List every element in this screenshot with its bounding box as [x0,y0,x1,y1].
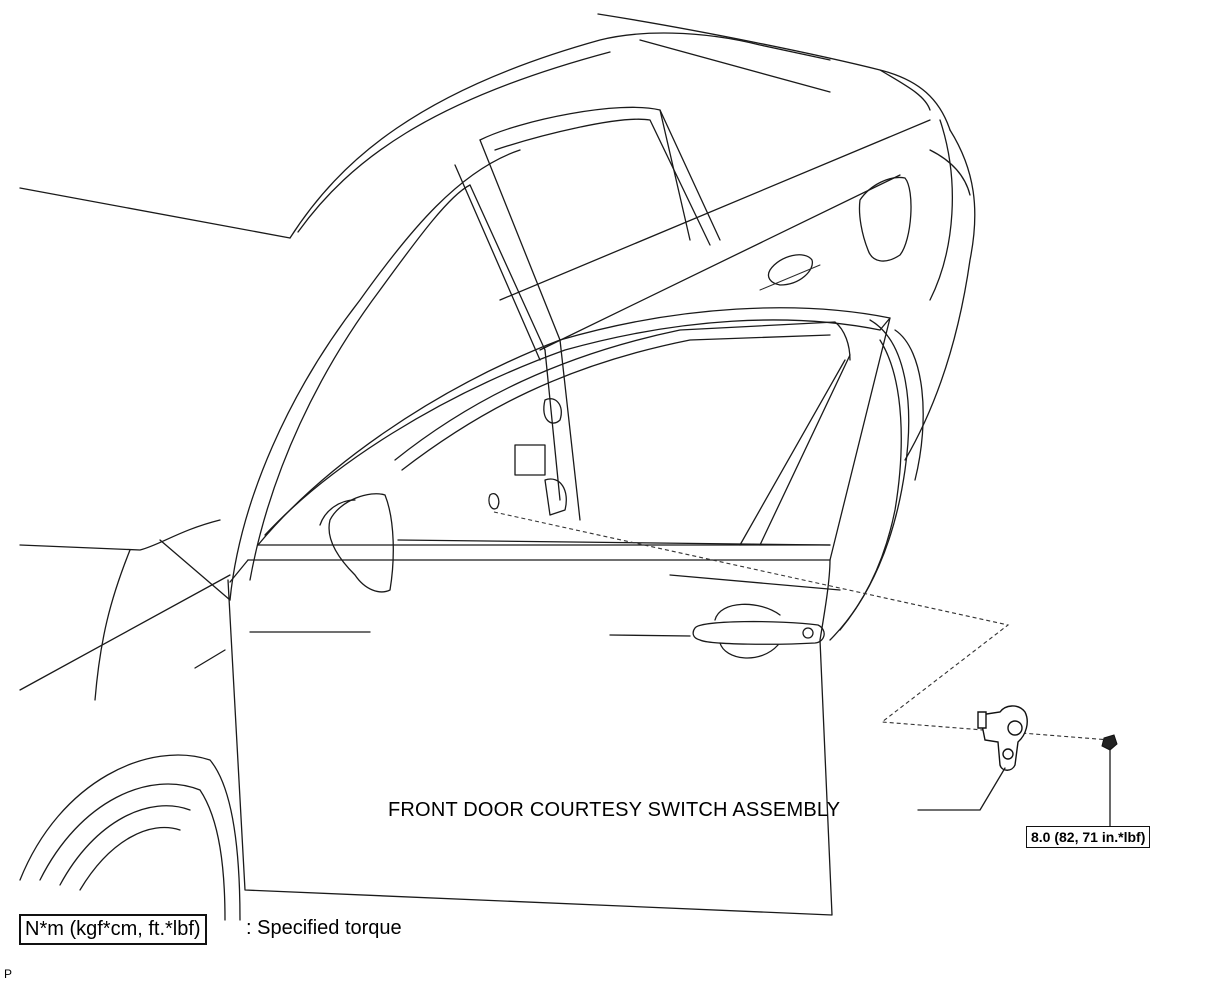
torque-value-box: 8.0 (82, 71 in.*lbf) [1026,826,1151,848]
car-body-outline [19,13,976,921]
part-label: FRONT DOOR COURTESY SWITCH ASSEMBLY [388,799,841,821]
door-frame [229,106,721,601]
callout-lines [917,747,1111,827]
torque-legend-text: : Specified torque [246,917,402,939]
courtesy-switch-part [977,705,1028,771]
torque-unit-legend-box: N*m (kgf*cm, ft.*lbf) [19,914,207,945]
front-door [194,307,924,916]
corner-mark: P [4,967,13,981]
installation-path [493,511,1111,741]
mounting-bolt [1101,734,1118,751]
